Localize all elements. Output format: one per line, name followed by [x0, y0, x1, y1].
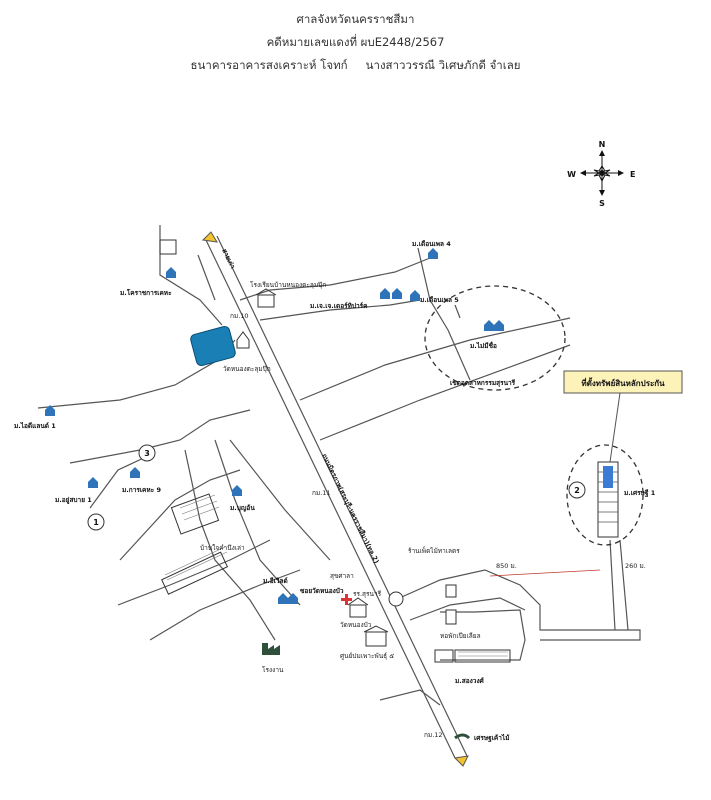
pond: [190, 325, 236, 367]
soi-temple-label: ซอยวัดหนองบัว: [300, 587, 344, 595]
house-icon: [410, 290, 420, 301]
callout-text: ที่ตั้งทรัพย์สินหลักประกัน: [581, 377, 665, 388]
korat-mansion-label: ม.โคราชการเคหะ: [120, 288, 172, 297]
building-block-1: [170, 493, 220, 535]
highway-edge-left: [204, 237, 456, 759]
temple-icon: [236, 331, 250, 349]
wat-nongbua-icon: [347, 597, 369, 618]
tree-shop-label: เศรษฐเค้าไม้: [474, 733, 509, 743]
center-icon: [363, 625, 389, 647]
boon-village-label: ม.บุญอ้น: [230, 503, 255, 512]
no-name-village-circle: [424, 285, 566, 391]
house-icon: [494, 320, 504, 331]
roundabout: [388, 591, 404, 607]
marker-2-label: 2: [574, 486, 580, 495]
school2-label: รร.สุรนารี: [353, 590, 382, 598]
wat-nongbua-label: วัดหนองบัว: [340, 621, 372, 629]
moobaan4-label: ม.เดือนเพล 4: [412, 240, 451, 248]
temple-label: วัดหนองตะลุมปุ๊ก: [223, 365, 271, 373]
industrial-zone-label: เขตอุตสาหกรรมสุรนารี: [450, 379, 516, 387]
songwong-label: ม.สองวงศ์: [455, 677, 485, 685]
hospital-label: สุขศาลา: [330, 572, 354, 580]
marker-1: [87, 513, 105, 531]
house-icon: [484, 320, 494, 331]
km11-label: กม.11: [312, 489, 331, 497]
property-circle: [566, 444, 644, 546]
house-icon: [278, 593, 288, 604]
compass-e: E: [630, 170, 635, 179]
distance-850-label: 850 ม.: [496, 562, 517, 570]
house-icon: [428, 248, 438, 259]
house-icon: [232, 485, 242, 496]
arrow-south-icon: [453, 755, 469, 767]
hospital-icon: [341, 594, 352, 605]
house-icon: [288, 593, 298, 604]
aim-world-label: ม.อีเวิลด์: [263, 577, 288, 585]
yusabai-label: ม.อยู่สบาย 1: [55, 496, 92, 505]
compass-n: N: [599, 140, 606, 149]
arrow-north-icon: [201, 231, 218, 243]
km12-label: กม.12: [424, 731, 443, 739]
dorm-icon: [445, 609, 457, 625]
km10-label: กม.10: [230, 312, 249, 320]
document-header: ศาลจังหวัดนครราชสีมา คดีหมายเลขแดงที่ ผบ…: [0, 8, 711, 77]
distance-line-850: [489, 569, 601, 577]
setthi-village-label: ม.เศรษฐี 1: [624, 489, 656, 498]
road-east: [394, 569, 641, 641]
compass-s: S: [599, 199, 605, 208]
banjai-label: บ้านใจคำนึงเล่า: [200, 544, 245, 552]
factory-icon: [262, 643, 280, 655]
parties-line: ธนาคารอาคารสงเคราะห์ โจทก์ นางสาววรรณี วิ…: [0, 54, 711, 77]
building-block-3: [454, 649, 511, 663]
house-icon: [45, 405, 55, 416]
house-icon: [130, 467, 140, 478]
no-name-village-label: ม.ไม่มีชื่อ: [470, 340, 497, 350]
moobaan5-label: ม.เดือนเพล 5: [420, 296, 459, 304]
compass-icon: [580, 150, 624, 196]
school-icon: [255, 288, 277, 308]
house-icon: [166, 267, 176, 278]
karnkeha-label: ม.การเคหะ 9: [122, 486, 161, 494]
property-callout: ที่ตั้งทรัพย์สินหลักประกัน: [563, 370, 683, 463]
defendant-name: นางสาววรรณี วิเศษภักดี จำเลย: [365, 58, 521, 72]
school-label: โรงเรียนบ้านหนองตะลุมปุ๊ก: [250, 281, 326, 289]
highway-top-label: สายเก่า: [220, 247, 237, 270]
tree-shop-icon: [454, 733, 471, 740]
road-to-industrial: [299, 317, 571, 401]
shop-label: ร้านเพ็ดไม้ทาเลตร: [408, 546, 460, 555]
jj-park-label: ม.เจ.เจ.เดอร์ทิปาร์ค: [310, 302, 368, 310]
road-north-1: [239, 257, 431, 301]
center-label: ศูนย์บ่มเพาะพันธุ์ ๕: [340, 652, 394, 660]
marker-2: [568, 481, 586, 499]
house-icon: [392, 288, 402, 299]
marker-3-label: 3: [144, 449, 150, 458]
highway-edge-right: [216, 235, 468, 757]
case-number: คดีหมายเลขแดงที่ ผบE2448/2567: [266, 35, 445, 49]
compass-w: W: [567, 170, 576, 179]
ideal-land-label: ม.ไอดีแลนด์ 1: [14, 421, 56, 430]
village-markers: [45, 248, 504, 604]
distance-260-label: 260 ม.: [625, 562, 646, 570]
plaintiff-name: ธนาคารอาคารสงเคราะห์ โจทก์: [190, 58, 348, 72]
small-building-nw: [159, 239, 177, 255]
building-block-2: [161, 551, 229, 595]
marker-1-label: 1: [93, 518, 99, 527]
dorm-label: หอพักเปียเลียล: [440, 632, 481, 640]
marker-3: [138, 444, 156, 462]
highway-label: ถนนมิตรภาพ(สระบุรี-นครราชสีมา)(ทล.2): [320, 452, 380, 564]
house-icon: [88, 477, 98, 488]
factory-label: โรงงาน: [262, 666, 284, 674]
road-sw: [117, 539, 271, 606]
dorm-icon-2: [445, 584, 457, 598]
property-plot: [597, 461, 619, 538]
court-name: ศาลจังหวัดนครราชสีมา: [296, 12, 415, 26]
house-icon: [380, 288, 390, 299]
